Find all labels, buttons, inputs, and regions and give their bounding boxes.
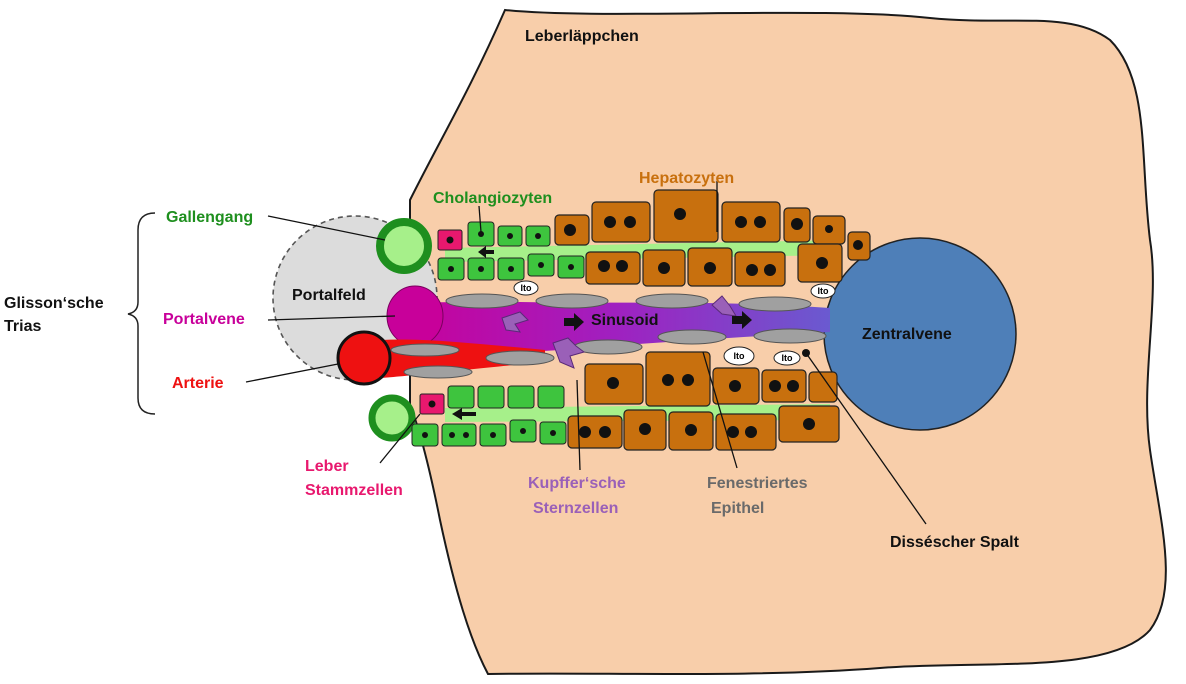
label-fenestriert-line1: Fenestriertes [707, 475, 808, 492]
label-portalvene: Portalvene [163, 311, 245, 328]
stem-cell-nucleus [429, 401, 436, 408]
label-leber-line2: Stammzellen [305, 482, 403, 499]
label-portalfeld: Portalfeld [292, 287, 366, 304]
ito-label: Ito [521, 283, 532, 293]
ito-label: Ito [818, 286, 829, 296]
label-sinusoid: Sinusoid [591, 312, 659, 329]
label-glisson-line2: Trias [4, 318, 41, 335]
label-kupffer-line2: Sternzellen [533, 500, 618, 517]
label-zentralvene: Zentralvene [862, 326, 952, 343]
label-leber-line1: Leber [305, 458, 349, 475]
cholangiocytes-lower-bottom [412, 420, 566, 446]
label-gallengang: Gallengang [166, 209, 253, 226]
label-glisson-line1: Glisson‘sche [4, 295, 104, 312]
label-arterie: Arterie [172, 375, 224, 392]
stem-cell-nucleus [447, 237, 454, 244]
label-fenestriert-line2: Epithel [711, 500, 764, 517]
label-leberlaeppchen: Leberläppchen [525, 28, 639, 45]
label-disse: Disséscher Spalt [890, 534, 1020, 551]
label-kupffer-line1: Kupffer‘sche [528, 475, 626, 492]
ito-label: Ito [734, 351, 745, 361]
label-cholangiozyten: Cholangiozyten [433, 190, 552, 207]
label-hepatozyten: Hepatozyten [639, 170, 734, 187]
ito-label: Ito [782, 353, 793, 363]
glisson-bracket [128, 213, 155, 414]
artery [338, 332, 390, 384]
portal-vein [387, 286, 443, 346]
bile-duct-upper [380, 222, 428, 270]
